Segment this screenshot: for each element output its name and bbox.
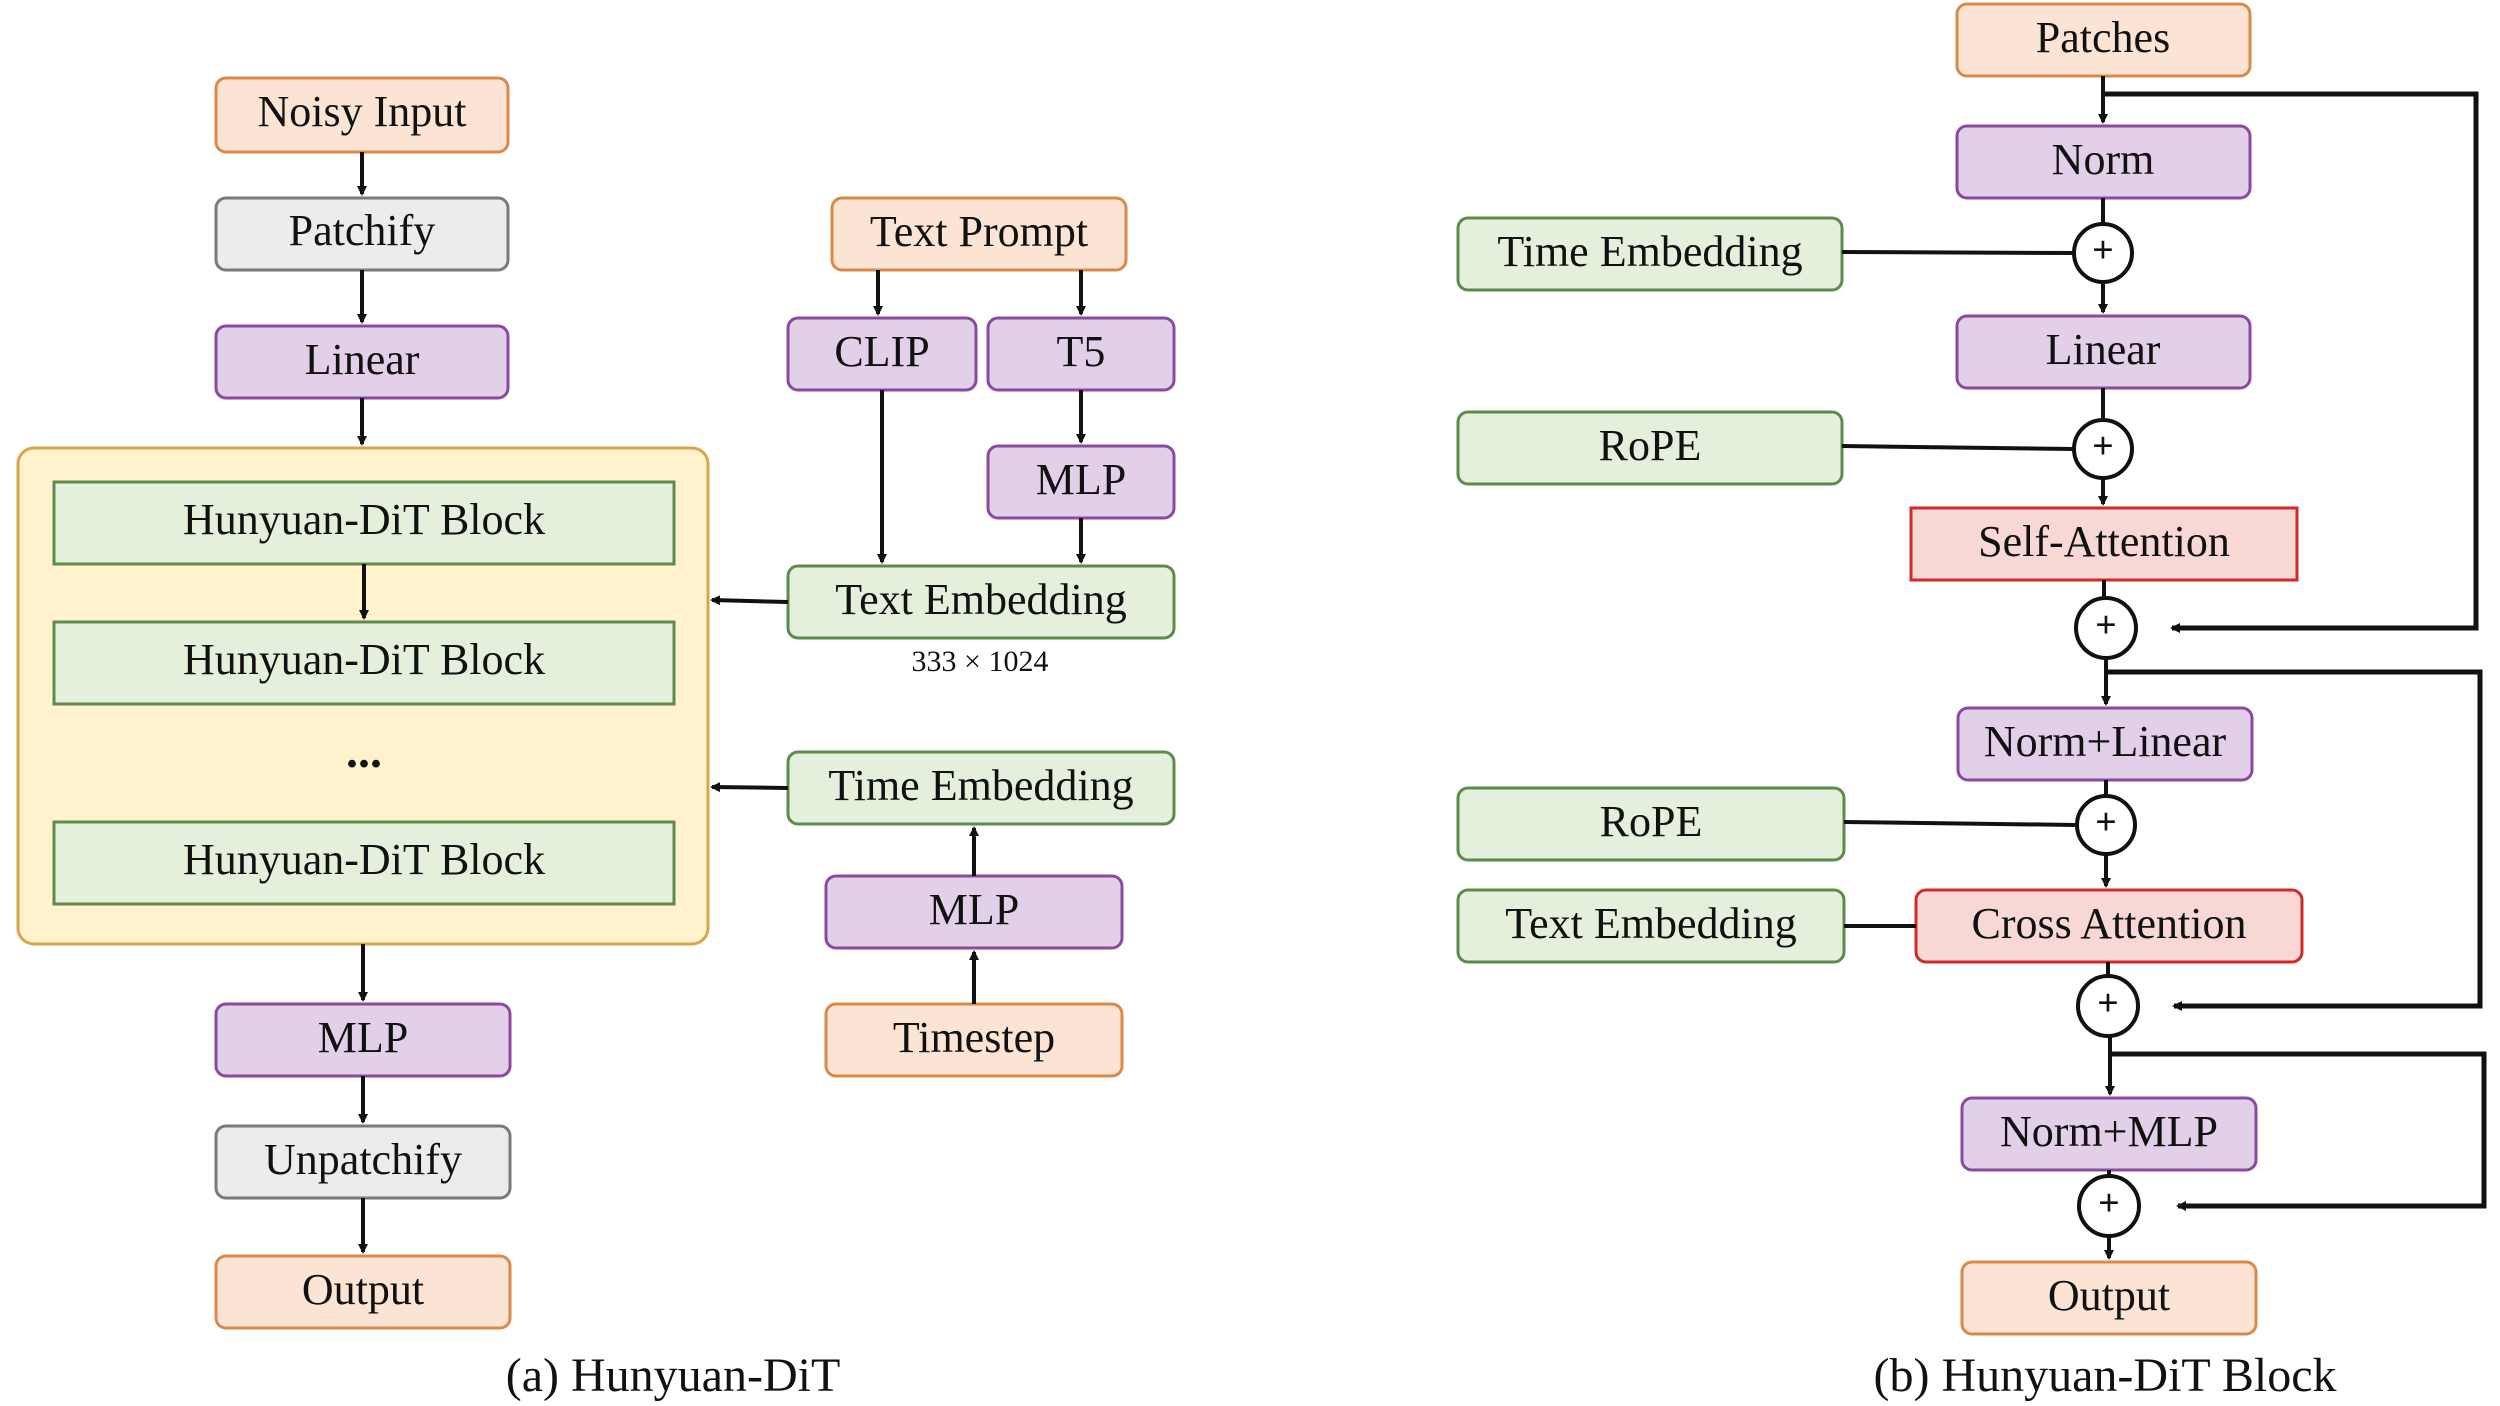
patches-label: Patches [2036,13,2170,62]
text-mlp-label: MLP [1036,455,1126,504]
rope-1-label: RoPE [1599,421,1702,470]
add-node-time: + [2072,222,2134,284]
time-embedding-box-a: Time Embedding [786,750,1176,826]
time-embedding-a-label: Time Embedding [828,761,1133,810]
dit-block-n-label: Hunyuan-DiT Block [183,835,545,884]
output-box-a: Output [214,1254,512,1330]
add-symbol: + [2092,230,2114,272]
output-a-label: Output [302,1265,424,1314]
add-symbol: + [2092,426,2114,468]
dit-block-n: Hunyuan-DiT Block [52,820,676,906]
text-embedding-box-b: Text Embedding [1456,888,1846,964]
self-attention-box: Self-Attention [1909,506,2299,582]
time-embedding-b-label: Time Embedding [1497,227,1802,276]
rope-box-2: RoPE [1456,786,1846,862]
time-mlp-box: MLP [824,874,1124,950]
self-attention-label: Self-Attention [1978,517,2230,566]
timestep-label: Timestep [893,1013,1055,1062]
t5-box: T5 [986,316,1176,392]
dit-block-1: Hunyuan-DiT Block [52,480,676,566]
add-symbol: + [2095,802,2117,844]
add-node-rope-2: + [2075,794,2137,856]
add-node-residual-2: + [2076,974,2140,1038]
caption-b: (b) Hunyuan-DiT Block [1873,1349,2336,1402]
patchify-label: Patchify [289,206,436,255]
text-prompt-label: Text Prompt [870,207,1088,256]
add-node-rope-1: + [2072,418,2134,480]
residual-connections [2103,91,2487,1211]
dit-block-1-label: Hunyuan-DiT Block [183,495,545,544]
clip-box: CLIP [786,316,978,392]
linear-box: Linear [214,324,510,400]
text-embedding-shape: 333 × 1024 [912,645,1049,678]
unpatchify-box: Unpatchify [214,1124,512,1200]
dit-block-2-label: Hunyuan-DiT Block [183,635,545,684]
timestep-box: Timestep [824,1002,1124,1078]
block-flow-arrows [1841,76,2115,1260]
panel-a: Noisy Input Patchify Linear Hunyuan-DiT … [16,76,1176,1402]
unpatchify-label: Unpatchify [264,1135,462,1184]
rope-box-1: RoPE [1456,410,1844,486]
caption-a: (a) Hunyuan-DiT [506,1349,841,1402]
add-node-residual-3: + [2077,1174,2141,1238]
t5-label: T5 [1057,327,1106,376]
text-prompt-box: Text Prompt [830,196,1128,272]
add-symbol: + [2097,983,2119,1025]
text-mlp-box: MLP [986,444,1176,520]
norm-mlp-label: Norm+MLP [2000,1107,2218,1156]
add-symbol: + [2098,1183,2120,1225]
noisy-input-label: Noisy Input [258,87,467,136]
patchify-box: Patchify [214,196,510,272]
time-branch-arrows [710,782,979,1004]
norm-box: Norm [1955,124,2252,200]
output-mlp-label: MLP [318,1013,408,1062]
panel-b: Patches Norm Time Embedding Linear RoPE … [1456,2,2487,1402]
output-b-label: Output [2048,1271,2170,1320]
norm-linear-box: Norm+Linear [1956,706,2254,782]
dit-block-2: Hunyuan-DiT Block [52,620,676,706]
text-branch-arrows [710,270,1086,606]
cross-attention-box: Cross Attention [1914,888,2304,964]
noisy-input-box: Noisy Input [214,76,510,154]
time-mlp-label: MLP [929,885,1019,934]
text-embedding-b-label: Text Embedding [1505,899,1796,948]
norm-linear-label: Norm+Linear [1984,717,2227,766]
add-symbol: + [2095,605,2117,647]
main-flow-arrows [357,152,369,1254]
linear-box-b: Linear [1955,314,2252,390]
rope-2-label: RoPE [1600,797,1703,846]
clip-label: CLIP [834,327,929,376]
text-embedding-box-a: Text Embedding [786,564,1176,640]
linear-b-label: Linear [2046,325,2161,374]
blocks-ellipsis: ... [346,725,382,778]
output-mlp-box: MLP [214,1002,512,1078]
cross-attention-label: Cross Attention [1971,899,2246,948]
time-embedding-box-b: Time Embedding [1456,216,1844,292]
norm-mlp-box: Norm+MLP [1960,1096,2258,1172]
linear-label: Linear [305,335,420,384]
output-box-b: Output [1960,1260,2258,1336]
patches-box: Patches [1955,2,2252,78]
norm-label: Norm [2052,135,2155,184]
add-node-residual-1: + [2074,596,2138,660]
text-embedding-a-label: Text Embedding [835,575,1126,624]
